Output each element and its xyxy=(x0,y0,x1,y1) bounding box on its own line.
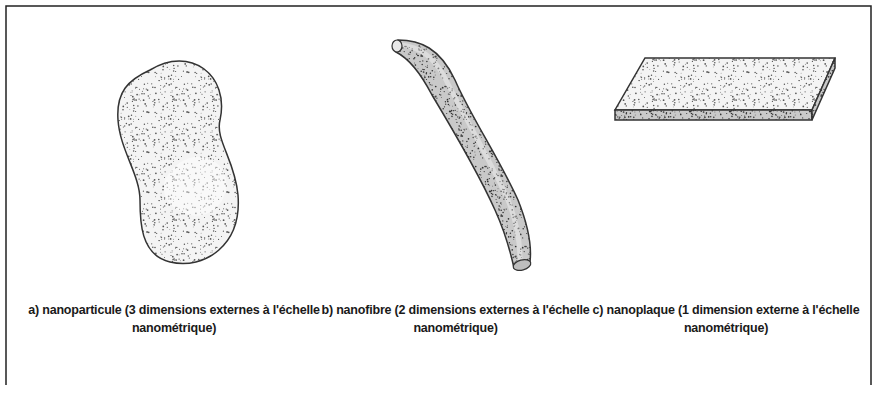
caption: c) nanoplaque (1 dimension externe à l'é… xyxy=(592,301,860,337)
nanoplate xyxy=(615,58,835,110)
nanoparticle xyxy=(118,61,239,264)
nanofibre xyxy=(396,40,531,268)
frame xyxy=(6,6,871,385)
caption: a) nanoparticule (3 dimensions externes … xyxy=(28,301,320,337)
caption: b) nanofibre (2 dimensions externes à l'… xyxy=(313,301,598,337)
fibre-end xyxy=(512,258,532,272)
highlight xyxy=(164,157,226,216)
